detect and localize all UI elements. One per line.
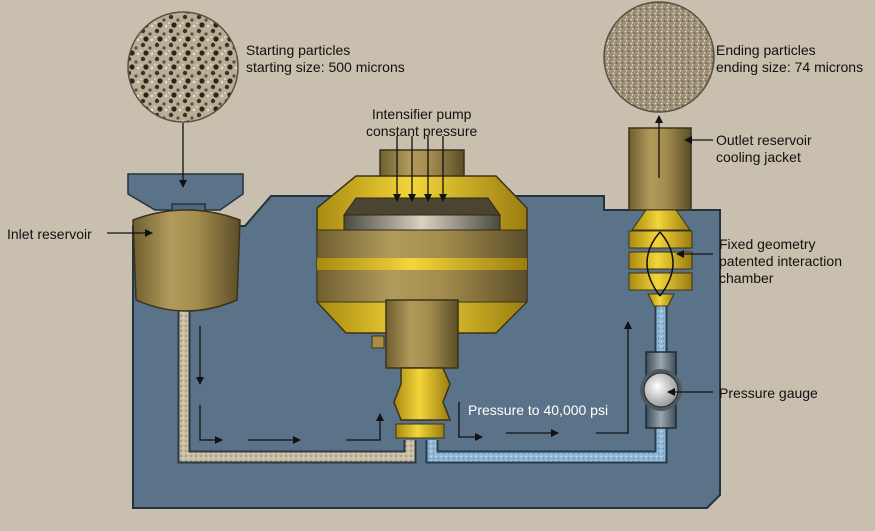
ending-particles-size: ending size: 74 microns <box>716 59 864 75</box>
pressure-gauge-title: Pressure gauge <box>719 385 818 401</box>
pressure-note-text: Pressure to 40,000 psi <box>468 402 609 418</box>
ending-particles-sample <box>603 1 715 113</box>
intensifier-pump-label: Intensifier pump constant pressure <box>366 106 477 140</box>
starting-particles-sample <box>127 11 239 123</box>
outlet-reservoir <box>628 127 692 211</box>
inlet-funnel <box>127 173 244 211</box>
starting-particles-label: Starting particles starting size: 500 mi… <box>246 42 405 76</box>
starting-particles-title: Starting particles <box>246 42 351 58</box>
outlet-reservoir-subtitle: cooling jacket <box>716 149 801 165</box>
interaction-chamber-line3: chamber <box>719 270 774 286</box>
ending-particles-title: Ending particles <box>716 42 816 58</box>
inlet-reservoir-label: Inlet reservoir <box>7 226 92 243</box>
pressure-note-label: Pressure to 40,000 psi <box>468 402 608 419</box>
flow-arrows <box>107 115 713 444</box>
inlet-reservoir-title: Inlet reservoir <box>7 226 92 242</box>
intensifier-pump-title: Intensifier pump <box>371 106 472 122</box>
intensifier-pump-subtitle: constant pressure <box>366 123 478 139</box>
interaction-chamber-label: Fixed geometry patented interaction cham… <box>719 236 842 287</box>
pressure-gauge <box>640 351 682 429</box>
pressure-gauge-label: Pressure gauge <box>719 385 818 402</box>
outlet-reservoir-title: Outlet reservoir <box>716 132 812 148</box>
interaction-chamber <box>628 209 693 307</box>
ending-particles-label: Ending particles ending size: 74 microns <box>716 42 863 76</box>
starting-particles-size: starting size: 500 microns <box>246 59 405 75</box>
outlet-reservoir-label: Outlet reservoir cooling jacket <box>716 132 812 166</box>
interaction-chamber-line1: Fixed geometry <box>719 236 816 252</box>
intensifier-pump <box>316 149 528 439</box>
inlet-reservoir <box>132 209 241 312</box>
interaction-chamber-line2: patented interaction <box>719 253 842 269</box>
